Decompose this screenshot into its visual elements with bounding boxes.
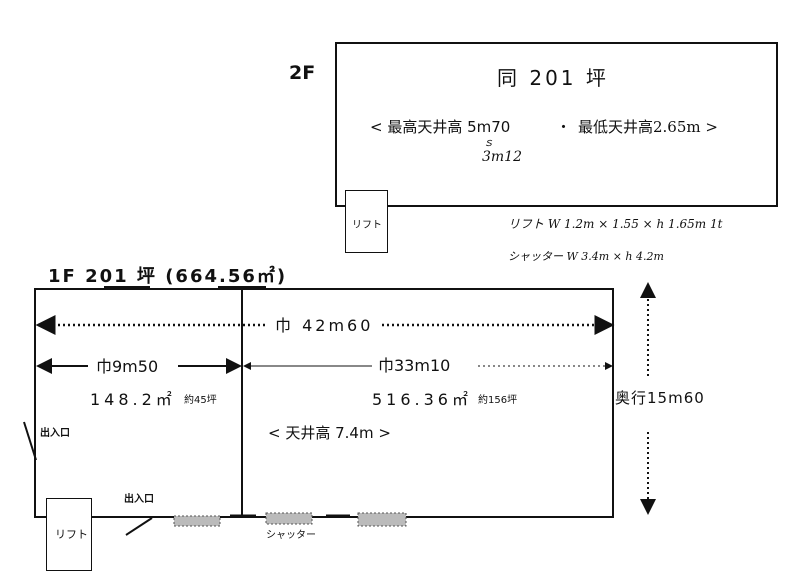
shutter-opening-2 (265, 512, 313, 525)
right-width-label: 巾33m10 (378, 356, 451, 375)
front-door-swing (125, 517, 153, 536)
floor2-dot: ・ (556, 118, 572, 136)
floor1-lift-label: リフト (55, 528, 88, 541)
floor2-outline (335, 42, 778, 207)
right-tsubo: 約156坪 (478, 395, 518, 406)
floor1-title: 1F 201 坪 (664.56㎡) (48, 266, 288, 287)
floor1-ceiling: < 天井高 7.4m > (268, 424, 391, 442)
right-area: 516.36㎡ (372, 390, 472, 409)
left-width-label: 巾9m50 (96, 357, 159, 376)
left-tsubo: 約45坪 (184, 395, 217, 406)
floor2-title: 同 201 坪 (497, 66, 609, 90)
floor2-lift-box (345, 190, 388, 253)
side-entrance-label: 出入口 (40, 428, 70, 439)
floor2-lift-label: リフト (352, 220, 382, 231)
shutter-opening-3 (357, 512, 407, 527)
side-door-swing (23, 421, 37, 461)
floor1-lift-box (46, 498, 92, 571)
front-entrance-label: 出入口 (124, 494, 154, 505)
lift-spec-note: リフト W 1.2m × 1.55 × h 1.65m 1t (508, 217, 723, 231)
floor2-tilde: ｓ (483, 136, 494, 149)
floor1-partition-wall (241, 288, 243, 518)
floor2-ceiling-min: 最低天井高2.65m > (578, 118, 718, 136)
overall-width-label: 巾 42m60 (275, 316, 374, 335)
floor2-label: 2F (289, 62, 316, 84)
shutter-spec-note: シャッター W 3.4m × h 4.2m (508, 250, 664, 263)
left-area: 148.2㎡ (90, 390, 176, 409)
shutter-opening-1 (173, 515, 221, 527)
depth-label: 奥行15m60 (615, 389, 705, 407)
shutter-label: シャッター (266, 530, 316, 541)
floor2-ceiling-max: < 最高天井高 5m70 (370, 118, 511, 136)
floor2-ceiling-max-low: 3m12 (482, 149, 522, 165)
floor1-outline (34, 288, 614, 518)
